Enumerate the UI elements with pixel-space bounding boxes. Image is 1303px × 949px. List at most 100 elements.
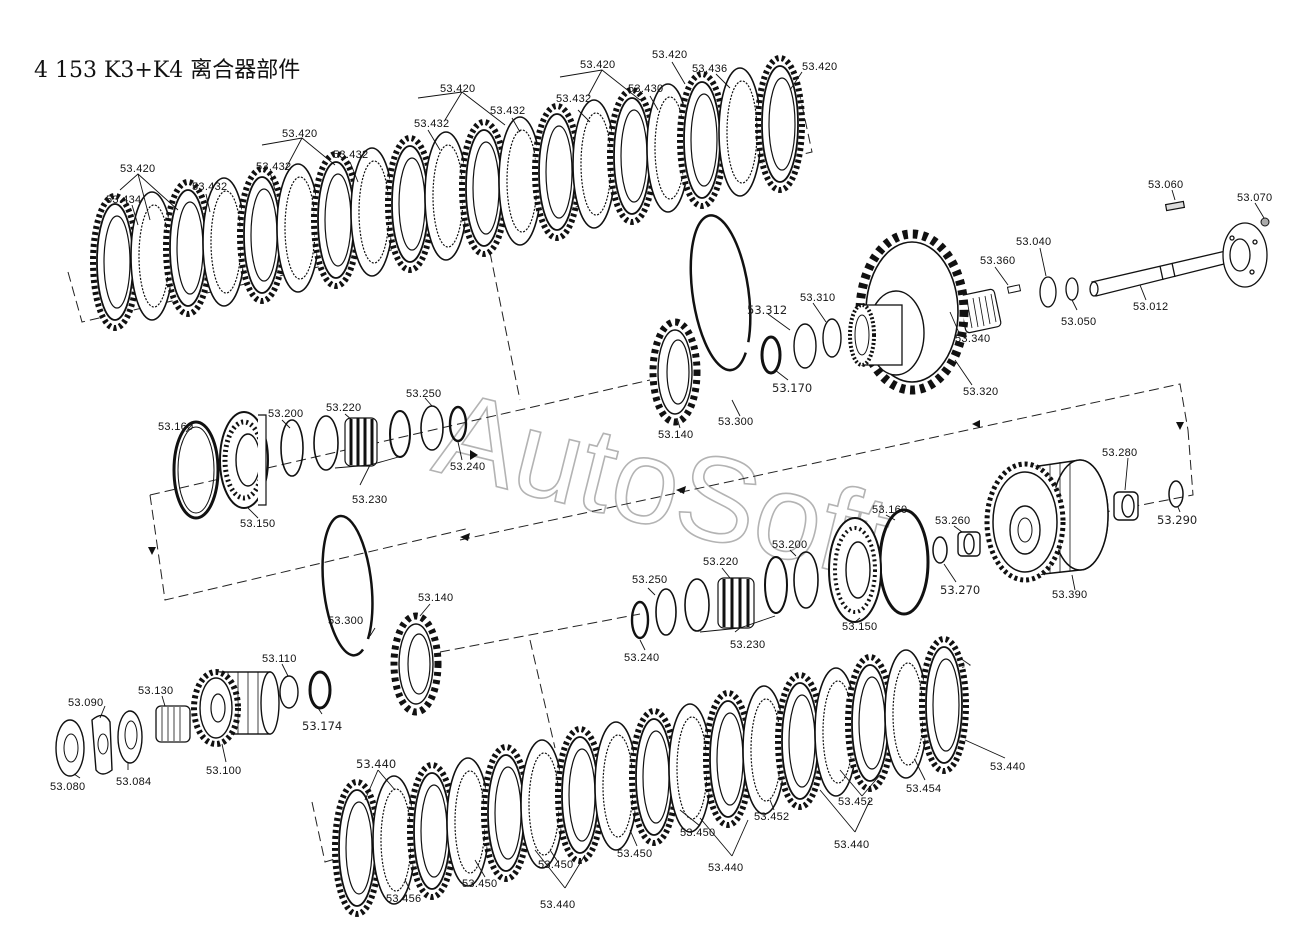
label-53-080: 53.080 [50,781,85,793]
bushing-53-280 [1113,491,1139,521]
piston-53-150-lower [828,517,882,623]
page-title: 4 153 K3+K4 离合器部件 [34,58,301,83]
label-53-130: 53.130 [138,685,173,697]
label-53-070: 53.070 [1237,192,1272,204]
needle-bearing-53-340 [958,288,1002,334]
label-53-230: 53.230 [352,494,387,506]
ring-53-240-lower [630,600,650,640]
label-53-150: 53.150 [240,518,275,530]
ring-53-200b-upper [313,415,339,471]
label-53-454: 53.454 [906,783,941,795]
label-53-450: 53.450 [538,859,573,871]
ring-53-290 [1168,480,1184,508]
ring-53-050 [1065,277,1079,301]
ring-53-270 [932,536,948,564]
label-53-436: 53.436 [692,63,727,75]
bushing-53-260 [957,531,981,557]
label-53-434: 53.434 [106,194,141,206]
label-53-300: 53.300 [718,416,753,428]
label-53-090: 53.090 [68,697,103,709]
label-53-432: 53.432 [414,118,449,130]
label-53-280: 53.280 [1102,447,1137,459]
label-53-450: 53.450 [680,827,715,839]
ring-53-200-lower [793,551,819,609]
ring-53-240-upper [448,405,468,443]
hub-53-100 [191,669,280,747]
label-53-420: 53.420 [802,61,837,73]
steel-disc [372,775,416,905]
tab-washer-53-090 [91,714,113,775]
ring-53-230-upper [389,410,411,458]
label-53-320: 53.320 [963,386,998,398]
label-53-440: 53.440 [708,862,743,874]
steel-disc [446,757,490,887]
washer-53-080 [55,719,85,777]
steel-disc [520,739,564,869]
friction-disc [758,58,802,190]
label-53-440: 53.440 [540,899,575,911]
label-53-060: 53.060 [1148,179,1183,191]
steel-disc-53-436 [718,67,762,197]
label-53-230: 53.230 [730,639,765,651]
label-53-012: 53.012 [1133,301,1168,313]
pin-53-360 [1006,284,1022,294]
label-53-140: 53.140 [418,592,453,604]
label-53-340: 53.340 [955,333,990,345]
label-53-290: 53.290 [1157,513,1197,527]
label-53-084: 53.084 [116,776,151,788]
piston-53-150-upper [219,411,269,509]
label-53-260: 53.260 [935,515,970,527]
label-53-220: 53.220 [326,402,361,414]
ring-53-160-upper [172,420,220,520]
washer-53-084-inner [124,720,138,750]
label-53-360: 53.360 [980,255,1015,267]
top-clutch-pack [93,58,802,328]
label-53-420: 53.420 [282,128,317,140]
label-53-432: 53.432 [556,93,591,105]
ring-53-170 [760,335,782,375]
label-53-420: 53.420 [440,83,475,95]
label-53-312: 53.312 [747,303,787,317]
label-53-140: 53.140 [658,429,693,441]
label-53-250: 53.250 [406,388,441,400]
label-53-456: 53.456 [386,893,421,905]
label-53-270: 53.270 [940,583,980,597]
ring-53-310 [822,318,842,358]
label-53-432: 53.432 [256,161,291,173]
ring-53-312 [793,323,817,369]
steel-disc-53-454 [884,649,928,779]
label-53-150: 53.150 [842,621,877,633]
label-53-240: 53.240 [624,652,659,664]
label-53-432: 53.432 [333,149,368,161]
label-53-420: 53.420 [652,49,687,61]
label-53-432: 53.432 [490,105,525,117]
label-53-390: 53.390 [1052,589,1087,601]
pin-53-060 [1164,200,1186,212]
plug-53-070 [1260,217,1270,227]
friction-disc [680,74,724,206]
ring-53-160-inner [177,426,215,514]
spring-53-220-upper [344,417,378,467]
washer-53-084-outer [117,710,143,764]
disc-53-140-upper [649,318,701,426]
ring-53-040 [1039,276,1057,308]
steel-disc [668,703,712,833]
direction-arrows [148,420,1184,555]
label-53-440: 53.440 [356,757,396,771]
label-53-452: 53.452 [754,811,789,823]
snap-ring-53-300-upper [689,214,752,372]
ring-53-174 [308,670,332,710]
label-53-432: 53.432 [192,181,227,193]
label-53-050: 53.050 [1061,316,1096,328]
snap-ring-53-300-lower [321,514,374,657]
label-53-220: 53.220 [703,556,738,568]
tab-washer-hole [97,733,109,755]
washer-53-080-inner [63,733,79,763]
label-53-450: 53.450 [617,848,652,860]
spring-53-220-lower [717,577,755,629]
label-53-452: 53.452 [838,796,873,808]
ring-53-200b-lower [764,556,788,614]
ring-53-250-lower [655,588,677,636]
label-53-110: 53.110 [262,653,297,665]
label-53-174: 53.174 [302,719,342,733]
